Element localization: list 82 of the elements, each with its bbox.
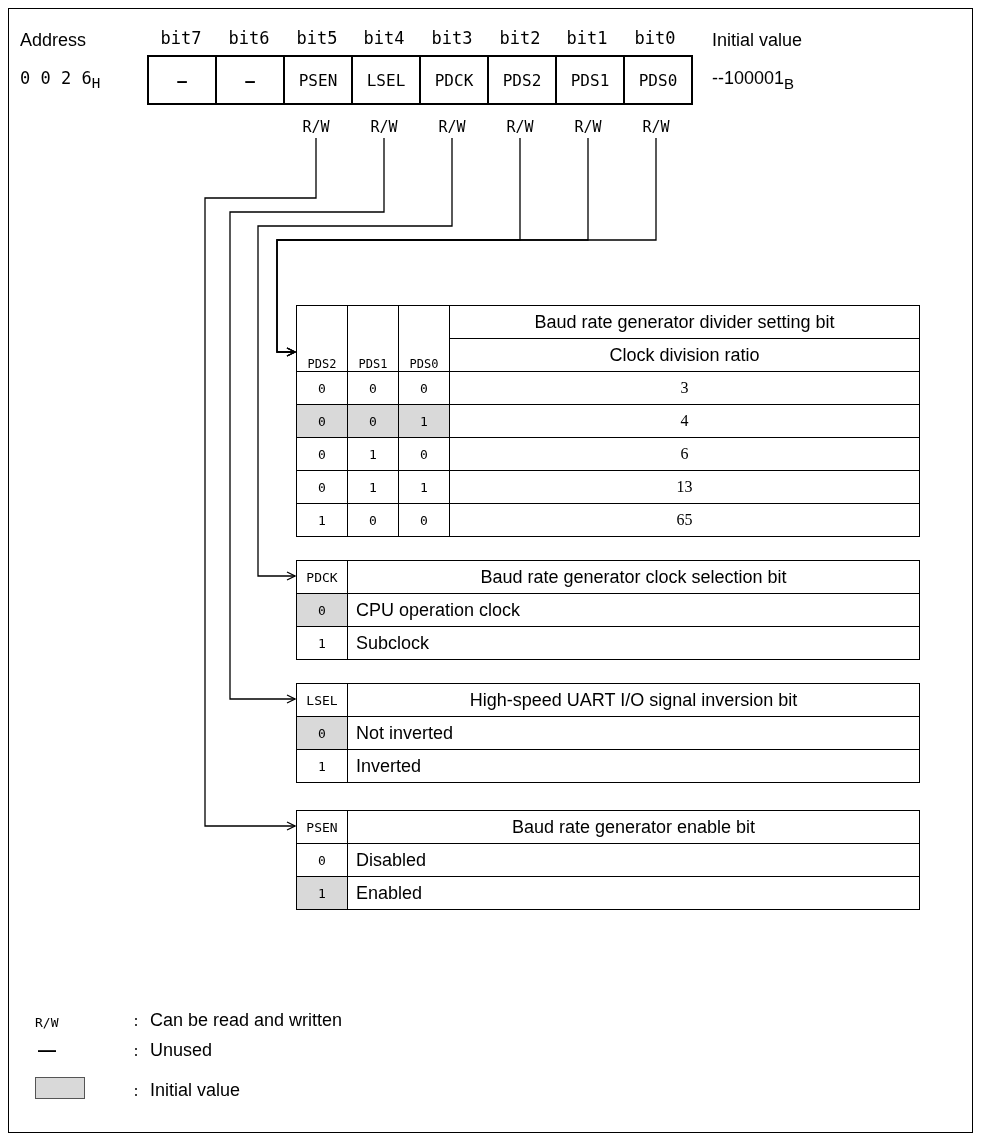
bit-value: 1 <box>296 749 348 783</box>
register-bit-field: — <box>215 55 285 105</box>
bit-number: bit4 <box>363 28 405 48</box>
connector-arrow <box>257 137 453 581</box>
setting-text: Disabled <box>347 843 920 877</box>
legend-text: Can be read and written <box>150 1010 343 1031</box>
bit-value: 0 <box>398 437 450 471</box>
legend-symbol: R/W <box>35 1015 59 1030</box>
bit-number: bit6 <box>228 28 270 48</box>
bit-number: bit0 <box>634 28 676 48</box>
register-bit-field: — <box>147 55 217 105</box>
register-bit-field: LSEL <box>351 55 421 105</box>
legend-text: Initial value <box>150 1080 241 1101</box>
setting-text: Subclock <box>347 626 920 660</box>
bit-value: 0 <box>296 716 348 750</box>
setting-text: Enabled <box>347 876 920 910</box>
column-header: PDCK <box>296 560 348 594</box>
bit-number: bit1 <box>566 28 608 48</box>
register-bit-field: PDCK <box>419 55 489 105</box>
bit-value: 1 <box>296 626 348 660</box>
legend-text: Unused <box>150 1040 213 1061</box>
table-title: Baud rate generator clock selection bit <box>347 560 920 594</box>
bit-value: 0 <box>398 503 450 537</box>
access-label: R/W <box>642 118 670 136</box>
bit-value: 1 <box>398 470 450 504</box>
access-label: R/W <box>574 118 602 136</box>
field-label: Address <box>20 30 87 51</box>
bit-value: 1 <box>347 470 399 504</box>
bit-value: 1 <box>296 503 348 537</box>
access-label: R/W <box>370 118 398 136</box>
column-header: PDS0 <box>398 305 450 372</box>
register-bit-field: PDS1 <box>555 55 625 105</box>
ratio-value: 4 <box>449 404 920 438</box>
bit-number: bit2 <box>499 28 541 48</box>
bit-setting-table <box>296 305 920 537</box>
connector-arrow <box>204 137 317 831</box>
ratio-value: 65 <box>449 503 920 537</box>
bit-setting-table <box>296 560 920 660</box>
bit-value: 1 <box>398 404 450 438</box>
bit-value: 0 <box>296 593 348 627</box>
table-title: High-speed UART I/O signal inversion bit <box>347 683 920 717</box>
column-header: PDS2 <box>296 305 348 372</box>
access-label: R/W <box>506 118 534 136</box>
bit-value: 0 <box>398 371 450 405</box>
bit-value: 0 <box>347 503 399 537</box>
bit-value: 0 <box>296 843 348 877</box>
bit-value: 1 <box>347 437 399 471</box>
bit-setting-table <box>296 810 920 910</box>
connector-arrow <box>229 137 385 704</box>
bit-number: bit3 <box>431 28 473 48</box>
bit-setting-table <box>296 683 920 783</box>
ratio-value: 13 <box>449 470 920 504</box>
column-header: PDS1 <box>347 305 399 372</box>
column-header: Clock division ratio <box>449 338 920 372</box>
legend-symbol: — <box>38 1040 56 1061</box>
initial-value-text: --100001$_{B}$ <box>712 68 795 92</box>
bit-number: bit5 <box>296 28 338 48</box>
access-label: R/W <box>302 118 330 136</box>
ratio-value: 3 <box>449 371 920 405</box>
bit-value: 0 <box>347 371 399 405</box>
column-header: PSEN <box>296 810 348 844</box>
register-bit-field: PDS2 <box>487 55 557 105</box>
bit-value: 0 <box>347 404 399 438</box>
table-title: Baud rate generator enable bit <box>347 810 920 844</box>
connector-arrow <box>276 137 657 357</box>
bit-value: 0 <box>296 437 348 471</box>
setting-text: Inverted <box>347 749 920 783</box>
register-bit-field: PDS0 <box>623 55 693 105</box>
ratio-value: 6 <box>449 437 920 471</box>
setting-text: CPU operation clock <box>347 593 920 627</box>
bit-value: 0 <box>296 404 348 438</box>
address-value: 0 0 2 6$_{H}$ <box>20 68 101 92</box>
setting-text: Not inverted <box>347 716 920 750</box>
bit-value: 0 <box>296 371 348 405</box>
bit-value: 1 <box>296 876 348 910</box>
register-bit-field: PSEN <box>283 55 353 105</box>
column-header: LSEL <box>296 683 348 717</box>
bit-number: bit7 <box>160 28 202 48</box>
table-title: Baud rate generator divider setting bit <box>449 305 920 339</box>
access-label: R/W <box>438 118 466 136</box>
field-label: Initial value <box>712 30 803 51</box>
bit-value: 0 <box>296 470 348 504</box>
